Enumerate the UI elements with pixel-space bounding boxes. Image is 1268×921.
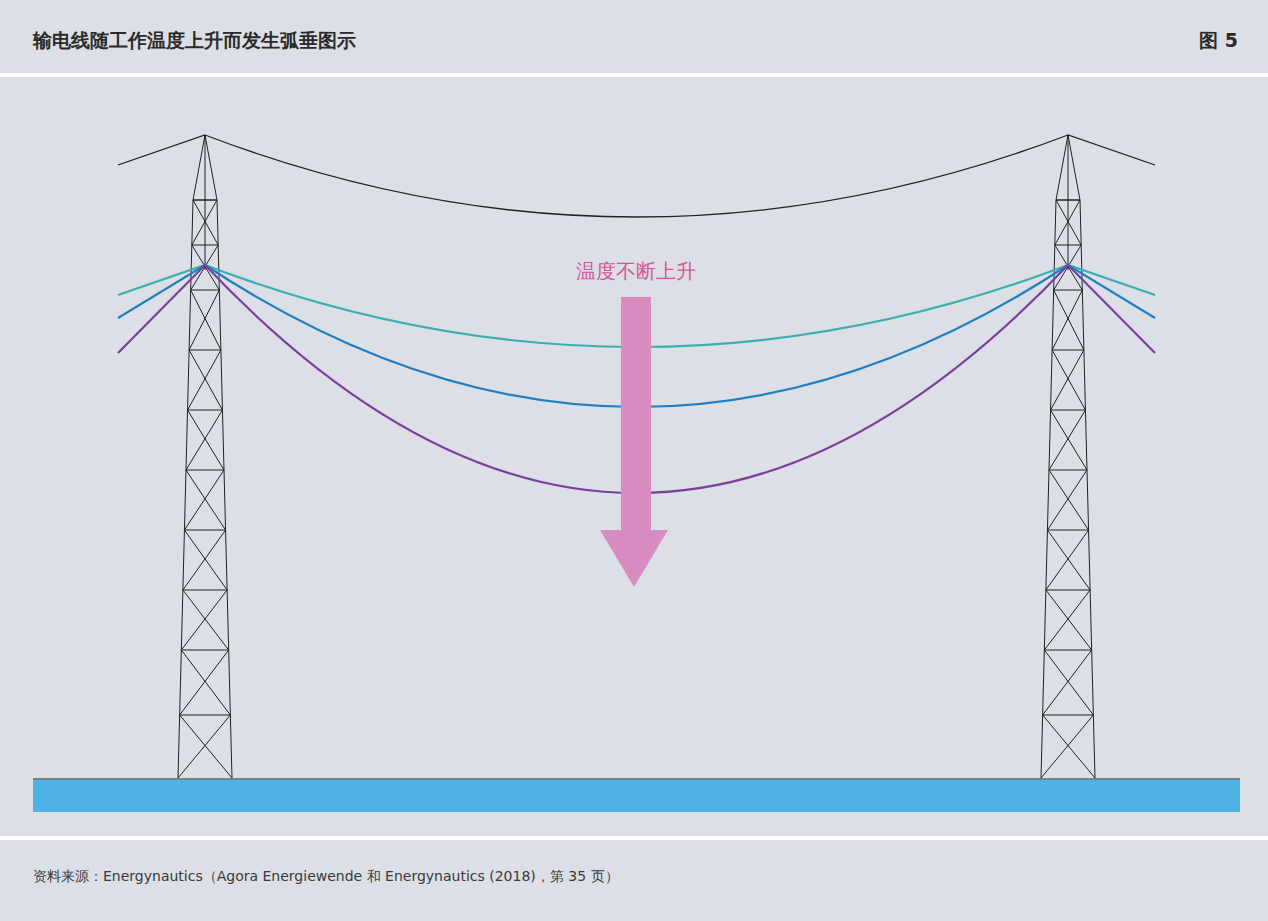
lattice-stroke xyxy=(1046,590,1092,650)
lattice-stroke xyxy=(1052,290,1082,350)
lattice-stroke xyxy=(183,590,229,650)
lattice-stroke xyxy=(1055,200,1080,245)
tower-lattice xyxy=(178,135,1095,778)
lattice-stroke xyxy=(1056,200,1081,245)
lattice-stroke xyxy=(1080,200,1095,778)
lattice-stroke xyxy=(181,650,230,715)
lattice-stroke xyxy=(186,470,226,530)
header-separator xyxy=(0,73,1268,77)
lattice-stroke xyxy=(193,200,217,201)
lattice-stroke xyxy=(181,590,227,650)
arrow-head xyxy=(600,530,668,587)
lattice-stroke xyxy=(193,200,217,201)
lattice-stroke xyxy=(1055,245,1081,246)
lattice-stroke xyxy=(186,410,222,470)
lattice-stroke xyxy=(1043,650,1092,715)
lattice-stroke xyxy=(189,290,219,350)
lattice-stroke xyxy=(1047,530,1088,531)
lattice-stroke xyxy=(205,135,206,270)
lattice-stroke xyxy=(1056,135,1068,200)
lattice-stroke xyxy=(1051,410,1086,411)
lattice-stroke xyxy=(1044,650,1093,715)
ground-band xyxy=(33,780,1240,812)
footer-separator xyxy=(0,836,1268,840)
lattice-stroke xyxy=(184,530,225,531)
lattice-stroke xyxy=(191,290,220,291)
lattice-stroke xyxy=(1051,350,1084,410)
lattice-stroke xyxy=(1052,350,1084,351)
arrow-label: 温度不断上升 xyxy=(573,258,699,285)
lattice-stroke xyxy=(180,715,232,778)
lattice-stroke xyxy=(189,350,222,410)
lattice-stroke xyxy=(192,200,217,245)
lattice-stroke xyxy=(1049,470,1089,530)
lattice-stroke xyxy=(193,200,218,245)
lattice-stroke xyxy=(1046,590,1090,591)
lattice-stroke xyxy=(1043,715,1095,778)
lattice-stroke xyxy=(180,715,231,716)
lattice-stroke xyxy=(1068,135,1069,270)
lattice-stroke xyxy=(184,470,224,530)
lattice-stroke xyxy=(1044,650,1091,651)
figure-number: 图 5 xyxy=(1199,28,1238,54)
lattice-stroke xyxy=(191,290,221,350)
lattice-stroke xyxy=(205,135,217,200)
lattice-stroke xyxy=(1041,715,1093,778)
lattice-stroke xyxy=(178,715,230,778)
lattice-stroke xyxy=(188,410,223,411)
lattice-stroke xyxy=(189,350,221,351)
lattice-stroke xyxy=(1046,530,1089,590)
lattice-stroke xyxy=(1052,350,1085,410)
lattice-stroke xyxy=(1056,200,1080,201)
lattice-stroke xyxy=(192,245,218,246)
lattice-stroke xyxy=(1056,200,1080,201)
lattice-stroke xyxy=(178,200,193,778)
lattice-stroke xyxy=(1068,135,1080,200)
ground-line xyxy=(33,778,1240,779)
lattice-stroke xyxy=(193,135,205,200)
lattice-stroke xyxy=(1054,290,1083,291)
lattice-stroke xyxy=(188,350,221,410)
lattice-stroke xyxy=(1047,530,1090,590)
source-caption: 资料来源：Energynautics（Agora Energiewende 和 … xyxy=(33,868,619,886)
lattice-stroke xyxy=(181,650,228,651)
figure-title: 输电线随工作温度上升而发生弧垂图示 xyxy=(33,28,356,54)
arrow-shaft xyxy=(621,297,651,531)
lattice-stroke xyxy=(1051,410,1087,470)
lattice-stroke xyxy=(186,470,224,471)
lattice-stroke xyxy=(1047,470,1087,530)
lattice-stroke xyxy=(180,650,229,715)
lattice-stroke xyxy=(1049,470,1087,471)
ground-wire xyxy=(118,135,1155,217)
lattice-stroke xyxy=(184,530,227,590)
lattice-stroke xyxy=(1054,290,1084,350)
lattice-stroke xyxy=(1043,715,1094,716)
lattice-stroke xyxy=(1049,410,1085,470)
lattice-stroke xyxy=(1041,200,1056,778)
lattice-stroke xyxy=(183,590,227,591)
lattice-stroke xyxy=(183,530,226,590)
lattice-stroke xyxy=(188,410,224,470)
lattice-stroke xyxy=(1044,590,1090,650)
